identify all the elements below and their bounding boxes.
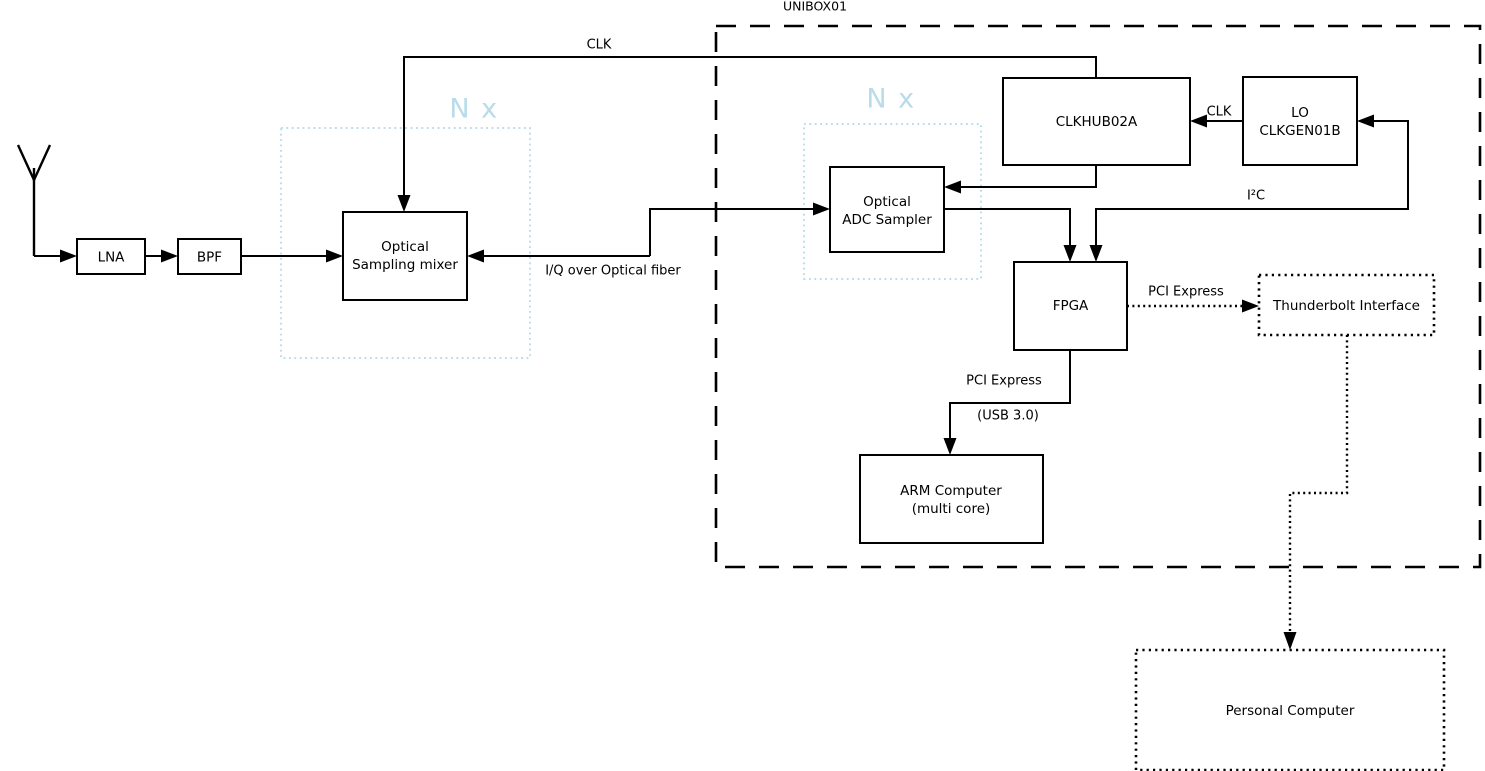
block-arm-label-line2: (multi core) [912,501,991,517]
block-lna: LNA [76,238,146,275]
wire-fpga-to-thunderbolt [1127,299,1259,313]
edge-label-clk-top: CLK [587,38,612,53]
wire-adc-to-fpga [944,208,1077,262]
block-optical-adc-sampler: Optical ADC Sampler [829,166,945,253]
unibox01-enclosure [714,24,1482,569]
block-fpga: FPGA [1013,261,1128,351]
block-lo-label-line1: LO [1291,105,1309,121]
edge-label-i2c: I²C [1247,189,1265,204]
block-clkhub02a-label: CLKHUB02A [1056,114,1138,130]
wire-lo-to-clkhub [1190,114,1243,128]
block-mixer-label-line1: Optical [381,239,429,255]
antenna-icon [16,144,52,256]
block-mixer-label-line2: Sampling mixer [352,257,458,273]
block-lo-label-line2: CLKGEN01B [1259,123,1340,139]
block-adc-label-line1: Optical [863,194,911,210]
wire-clk-to-mixer [397,56,1097,212]
wire-i2c-fpga-to-lo [1095,114,1409,247]
wire-fpga-to-arm [943,350,1071,455]
nx-group-right-outline [803,123,982,280]
edge-label-pcie-arm: PCI Express [966,374,1042,389]
nx-group-left-label: N x [449,94,498,125]
nx-group-right-label: N x [866,84,915,115]
block-bpf: BPF [177,238,242,275]
block-optical-sampling-mixer: Optical Sampling mixer [342,211,468,301]
block-clkhub02a: CLKHUB02A [1002,77,1191,166]
block-adc-label-line2: ADC Sampler [842,212,932,228]
wire-iq-to-adc [649,202,830,256]
block-personal-computer-label: Personal Computer [1226,703,1355,719]
block-arm-computer: ARM Computer (multi core) [859,454,1044,544]
wire-clkhub-to-adc [944,165,1097,194]
block-thunderbolt-interface: Thunderbolt Interface [1257,273,1436,337]
block-bpf-label: BPF [197,250,222,266]
block-thunderbolt-label: Thunderbolt Interface [1272,298,1420,314]
block-lna-label: LNA [98,250,126,266]
nx-group-left-outline [280,127,531,359]
wire-iq-return-to-mixer [467,249,650,263]
wire-i2c-into-fpga [1089,245,1103,262]
block-arm-label-line1: ARM Computer [900,483,1002,499]
edge-label-usb3: (USB 3.0) [977,409,1039,424]
block-lo-clkgen01b: LO CLKGEN01B [1242,76,1358,166]
edge-label-iq-fiber: I/Q over Optical fiber [545,264,681,279]
block-personal-computer: Personal Computer [1134,648,1446,771]
wire-bpf-to-mixer [241,249,343,263]
wire-lna-to-bpf [145,249,178,263]
edge-label-clk-lo: CLK [1207,105,1232,120]
wire-antenna-to-lna [34,249,77,263]
block-fpga-label: FPGA [1053,298,1089,314]
unibox01-label: UNIBOX01 [783,0,847,14]
edge-label-pcie-thunderbolt: PCI Express [1148,285,1224,300]
wire-thunderbolt-to-pc [1283,335,1349,650]
